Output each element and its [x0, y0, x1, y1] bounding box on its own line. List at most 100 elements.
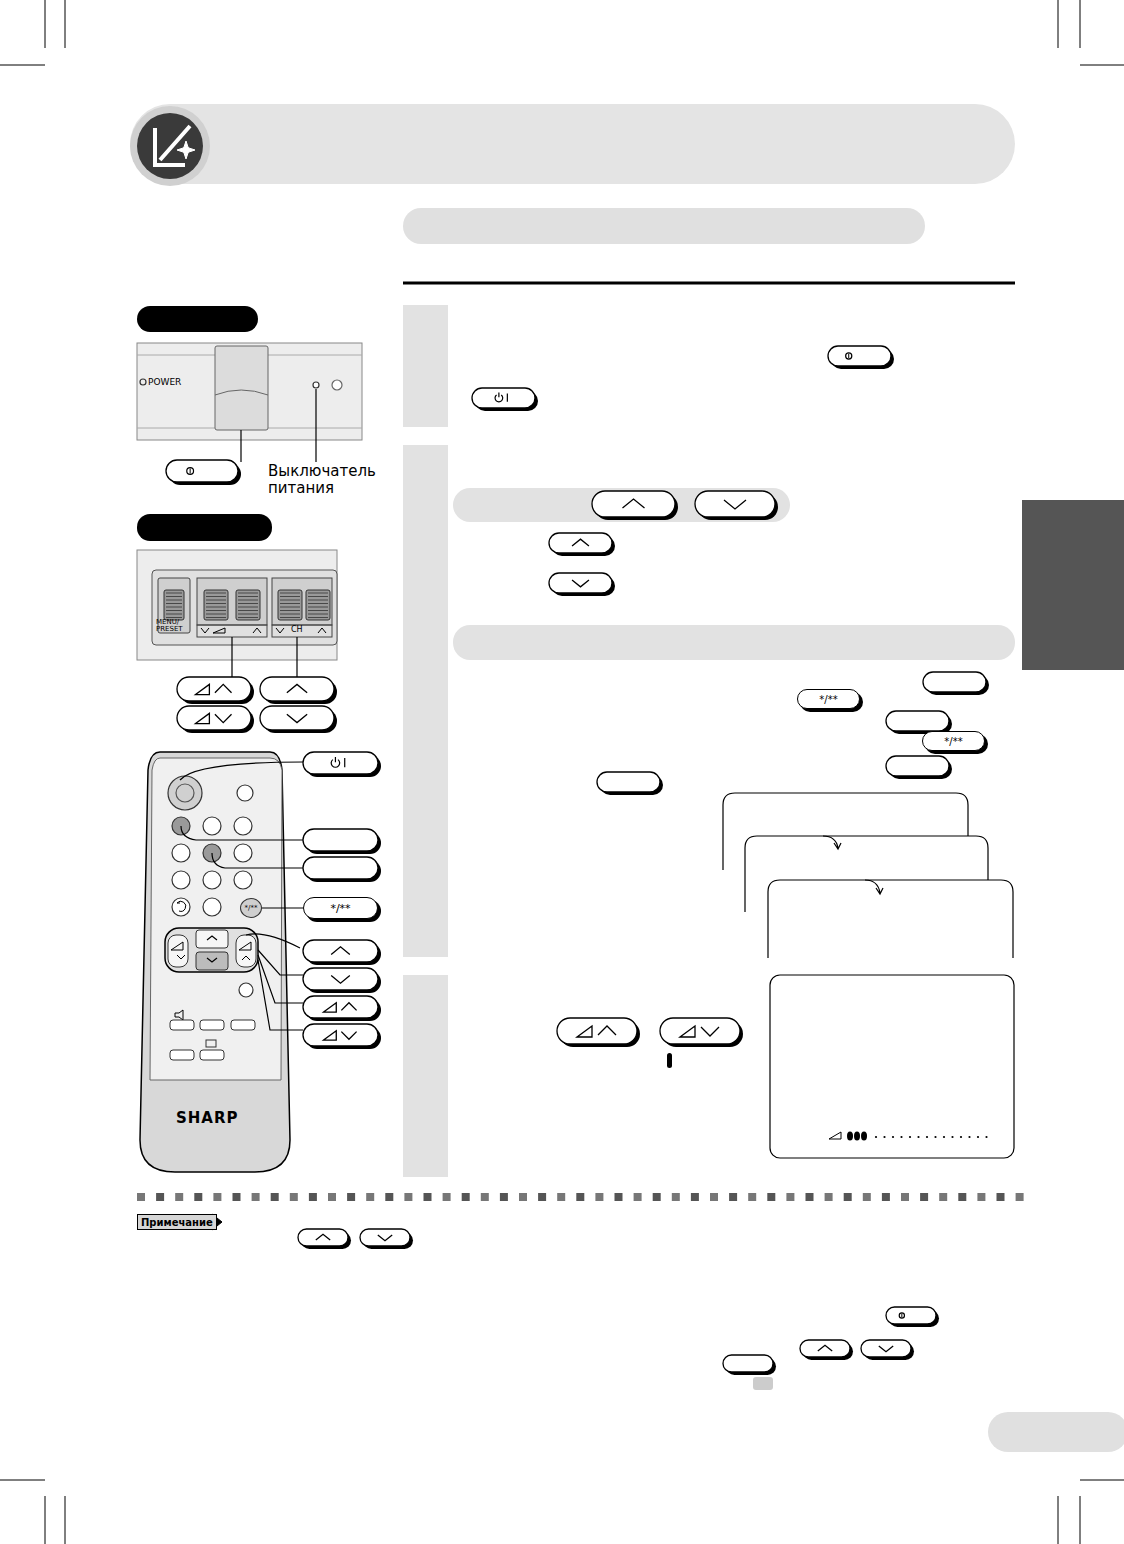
power-symbol [190, 468, 191, 473]
separator-square [443, 1193, 451, 1201]
down-symbol [879, 1346, 893, 1352]
crop-mark [0, 1480, 45, 1481]
power-symbol [848, 354, 849, 359]
volume-level [847, 1132, 853, 1141]
button-outline [303, 968, 378, 990]
button-outline [597, 772, 660, 792]
power-symbol [140, 379, 146, 385]
ridge [280, 593, 300, 594]
power-switch [215, 346, 268, 430]
down-symbol [701, 1027, 719, 1036]
ridge [280, 596, 300, 597]
button-outline [800, 1340, 850, 1357]
remote-button: */** [797, 689, 860, 709]
button-outline [549, 533, 612, 553]
separator-square [175, 1193, 183, 1201]
button-dot [239, 983, 253, 997]
separator-square [939, 1193, 947, 1201]
power-switch [215, 390, 268, 395]
separator-square [729, 1193, 737, 1201]
remote-body [140, 752, 290, 1172]
volume-dot [892, 1136, 894, 1138]
separator-square [557, 1193, 565, 1201]
button-outline [303, 857, 378, 879]
section-bar [403, 208, 925, 244]
separator-square [710, 1193, 718, 1201]
channel-label-strip [272, 625, 332, 637]
volume-dot [968, 1136, 970, 1138]
power-symbol [846, 353, 852, 359]
ridge [206, 593, 226, 594]
button-ridges [164, 590, 184, 620]
ridge [308, 607, 328, 608]
crop-mark [45, 1496, 46, 1544]
button-outline [303, 829, 378, 851]
separator-square [691, 1193, 699, 1201]
step-bar [403, 305, 448, 427]
callout-label: Выключатель питания [268, 463, 378, 496]
mark [213, 628, 225, 633]
separator-square [252, 1193, 260, 1201]
ridge [280, 610, 300, 611]
mute-symbol [175, 1010, 183, 1020]
chevron [207, 936, 217, 962]
volume-level [854, 1132, 860, 1141]
crop-mark [45, 0, 46, 48]
separator-square [194, 1193, 202, 1201]
volume-symbol [171, 942, 251, 960]
return-symbol [177, 901, 186, 911]
button-label: */** [330, 902, 350, 915]
control-recess [152, 570, 337, 645]
remote-button: */** [922, 731, 985, 751]
down-symbol [572, 580, 589, 587]
down-symbol [331, 976, 350, 984]
volume-symbol [577, 1026, 592, 1037]
remote-number-button [172, 844, 190, 862]
mark [667, 1053, 672, 1068]
remote-number-button [203, 898, 221, 916]
leader-line [232, 637, 297, 677]
volume-dot [951, 1136, 953, 1138]
remote-button: */** [303, 897, 378, 919]
up-symbol [623, 499, 645, 508]
ridge [280, 603, 300, 604]
tv-screen [768, 880, 1013, 958]
note-tag: Примечание [137, 1214, 217, 1230]
button-outline [260, 706, 334, 730]
ridge [206, 603, 226, 604]
curved-arrow [823, 836, 841, 849]
ridge [166, 596, 182, 597]
separator-square [977, 1193, 985, 1201]
separator-square [366, 1193, 374, 1201]
volume-symbol [829, 1132, 841, 1139]
separator-square [481, 1193, 489, 1201]
power-led [313, 382, 319, 388]
ridge [280, 600, 300, 601]
button-outline [660, 1018, 740, 1044]
tv-screen [770, 975, 1014, 1158]
button-outline [828, 346, 891, 366]
header-icon [137, 113, 203, 179]
power-symbol [901, 1314, 902, 1318]
remote-power-button [168, 776, 202, 810]
down-symbol [287, 714, 307, 722]
ridge [206, 607, 226, 608]
remote-number-button [234, 817, 252, 835]
standby-symbol [499, 393, 507, 402]
crop-mark [1080, 0, 1081, 48]
separator-square [385, 1193, 393, 1201]
ridge [308, 610, 328, 611]
down-symbol [724, 500, 746, 509]
remote-button: */** [240, 898, 262, 918]
leader-line [240, 430, 241, 462]
sensor [332, 380, 342, 390]
leader-line [181, 826, 303, 840]
button-outline [861, 1340, 911, 1357]
leader-line [180, 762, 303, 780]
separator-square [615, 1193, 623, 1201]
ridge [308, 596, 328, 597]
reference-mark [753, 1377, 773, 1390]
button-outline [177, 677, 251, 701]
up-symbol [316, 1234, 330, 1240]
